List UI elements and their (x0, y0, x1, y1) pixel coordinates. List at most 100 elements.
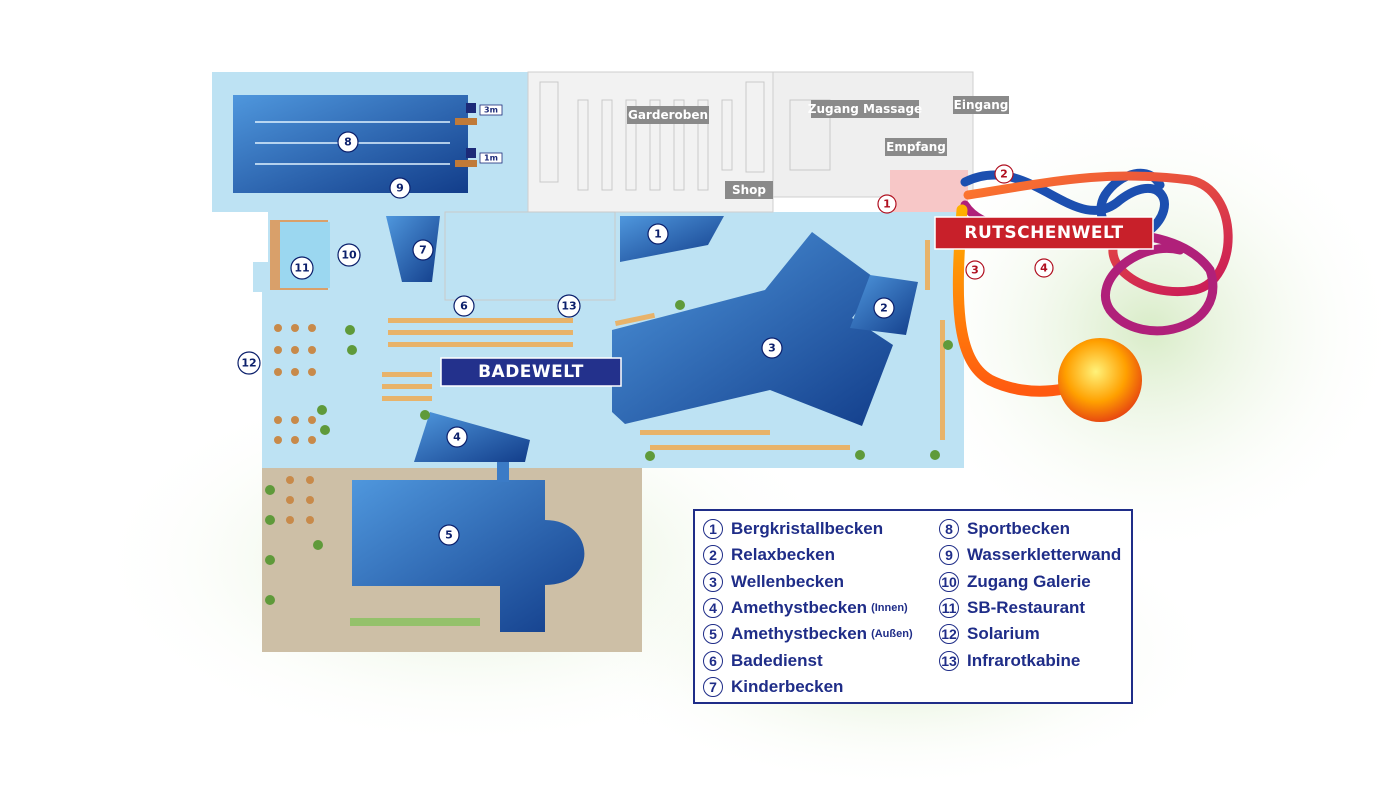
room-label-shop: Shop (725, 181, 773, 199)
slide-marker-1[interactable]: 1 (877, 194, 897, 214)
marker-6[interactable]: 6 (453, 295, 475, 317)
banner-badewelt: BADEWELT (440, 357, 622, 387)
svg-text:1: 1 (654, 228, 662, 241)
marker-7[interactable]: 7 (412, 239, 434, 261)
svg-text:3: 3 (971, 264, 979, 277)
marker-12[interactable]: 12 (237, 351, 261, 375)
pool-wellenbecken (612, 232, 893, 426)
marker-4[interactable]: 4 (446, 426, 468, 448)
svg-text:4: 4 (453, 431, 461, 444)
svg-text:3: 3 (768, 342, 776, 355)
svg-text:2: 2 (880, 302, 888, 315)
legend-label: Infrarotkabine (967, 650, 1081, 670)
legend-label: Amethystbecken (731, 598, 868, 618)
slide-blue (960, 168, 1169, 243)
slide-marker-2[interactable]: 2 (994, 164, 1014, 184)
svg-text:6: 6 (460, 300, 468, 313)
svg-text:3m: 3m (484, 106, 498, 115)
svg-text:11: 11 (294, 262, 309, 275)
legend-item: 5 Amethystbecken(Außen) (703, 621, 913, 647)
legend-item: 4 Amethystbecken(Innen) (703, 595, 913, 621)
svg-text:Eingang: Eingang (954, 98, 1009, 112)
svg-text:8: 8 (344, 136, 352, 149)
legend-label: Zugang Galerie (967, 571, 1091, 591)
pool-channel (497, 462, 509, 482)
legend-item: 10 Zugang Galerie (939, 569, 1121, 595)
legend-item: 7 Kinderbecken (703, 674, 913, 700)
marker-13[interactable]: 13 (557, 294, 581, 318)
svg-text:4: 4 (1040, 262, 1048, 275)
depth-marker-1m: 1m (479, 152, 503, 164)
svg-text:Garderoben: Garderoben (628, 108, 708, 122)
legend-badge: 8 (939, 519, 959, 540)
svg-text:Shop: Shop (732, 183, 766, 197)
legend-badge: 10 (939, 571, 959, 592)
marker-8[interactable]: 8 (337, 131, 359, 153)
legend-label: Solarium (967, 624, 1040, 644)
plants (265, 300, 953, 605)
legend-badge: 4 (703, 598, 723, 619)
locker-rows (444, 81, 831, 301)
legend-badge: 6 (703, 650, 723, 671)
marker-1[interactable]: 1 (647, 223, 669, 245)
slide-red (963, 171, 1233, 296)
legend-badge: 7 (703, 676, 723, 697)
svg-text:Empfang: Empfang (886, 140, 946, 154)
legend-badge: 2 (703, 545, 723, 566)
svg-text:1m: 1m (484, 154, 498, 163)
table-seating (274, 324, 316, 524)
legend-label: Relaxbecken (731, 545, 835, 565)
splash-pool (1058, 338, 1142, 422)
slide-tower (890, 170, 968, 212)
marker-10[interactable]: 10 (337, 243, 361, 267)
marker-5[interactable]: 5 (438, 524, 460, 546)
legend-badge: 5 (703, 624, 723, 645)
marker-11[interactable]: 11 (290, 256, 314, 280)
room-label-garderoben: Garderoben (627, 106, 709, 124)
svg-text:9: 9 (396, 182, 404, 195)
legend-label: Wellenbecken (731, 571, 845, 591)
pool-amethystbecken-aussen (352, 480, 585, 632)
depth-marker-3m: 3m (479, 104, 503, 116)
marker-3[interactable]: 3 (761, 337, 783, 359)
pool-bergkristallbecken (620, 216, 724, 262)
slide-marker-4[interactable]: 4 (1034, 258, 1054, 278)
room-label-zugang-massage: Zugang Massage (808, 100, 922, 118)
legend-badge: 1 (703, 519, 723, 540)
slide-marker-3[interactable]: 3 (965, 260, 985, 280)
legend-note: (Innen) (871, 602, 908, 615)
legend-label: Sportbecken (967, 519, 1070, 539)
legend-label: Amethystbecken (731, 624, 868, 644)
svg-text:7: 7 (419, 244, 427, 257)
marker-2[interactable]: 2 (873, 297, 895, 319)
legend-item: 12 Solarium (939, 621, 1121, 647)
legend-label: Wasserkletterwand (967, 545, 1122, 565)
legend-badge: 11 (939, 598, 959, 619)
banner-rutschenwelt: RUTSCHENWELT (934, 216, 1154, 250)
pool-amethystbecken-innen (414, 412, 530, 462)
svg-text:2: 2 (1000, 168, 1008, 181)
svg-text:10: 10 (341, 249, 357, 262)
legend-item: 1 Bergkristallbecken (703, 516, 913, 542)
legend-label: Bergkristallbecken (731, 519, 884, 539)
marker-9[interactable]: 9 (389, 177, 411, 199)
svg-text:RUTSCHENWELT: RUTSCHENWELT (964, 223, 1123, 243)
legend-label: Kinderbecken (731, 676, 844, 696)
svg-text:BADEWELT: BADEWELT (478, 362, 584, 382)
rutschenwelt-slides (890, 168, 1233, 422)
legend-item: 2 Relaxbecken (703, 542, 913, 568)
svg-text:Zugang Massage: Zugang Massage (808, 102, 922, 116)
svg-text:1: 1 (883, 198, 891, 211)
legend-note: (Außen) (871, 628, 913, 641)
legend-badge: 12 (939, 624, 959, 645)
loungers (382, 240, 945, 450)
